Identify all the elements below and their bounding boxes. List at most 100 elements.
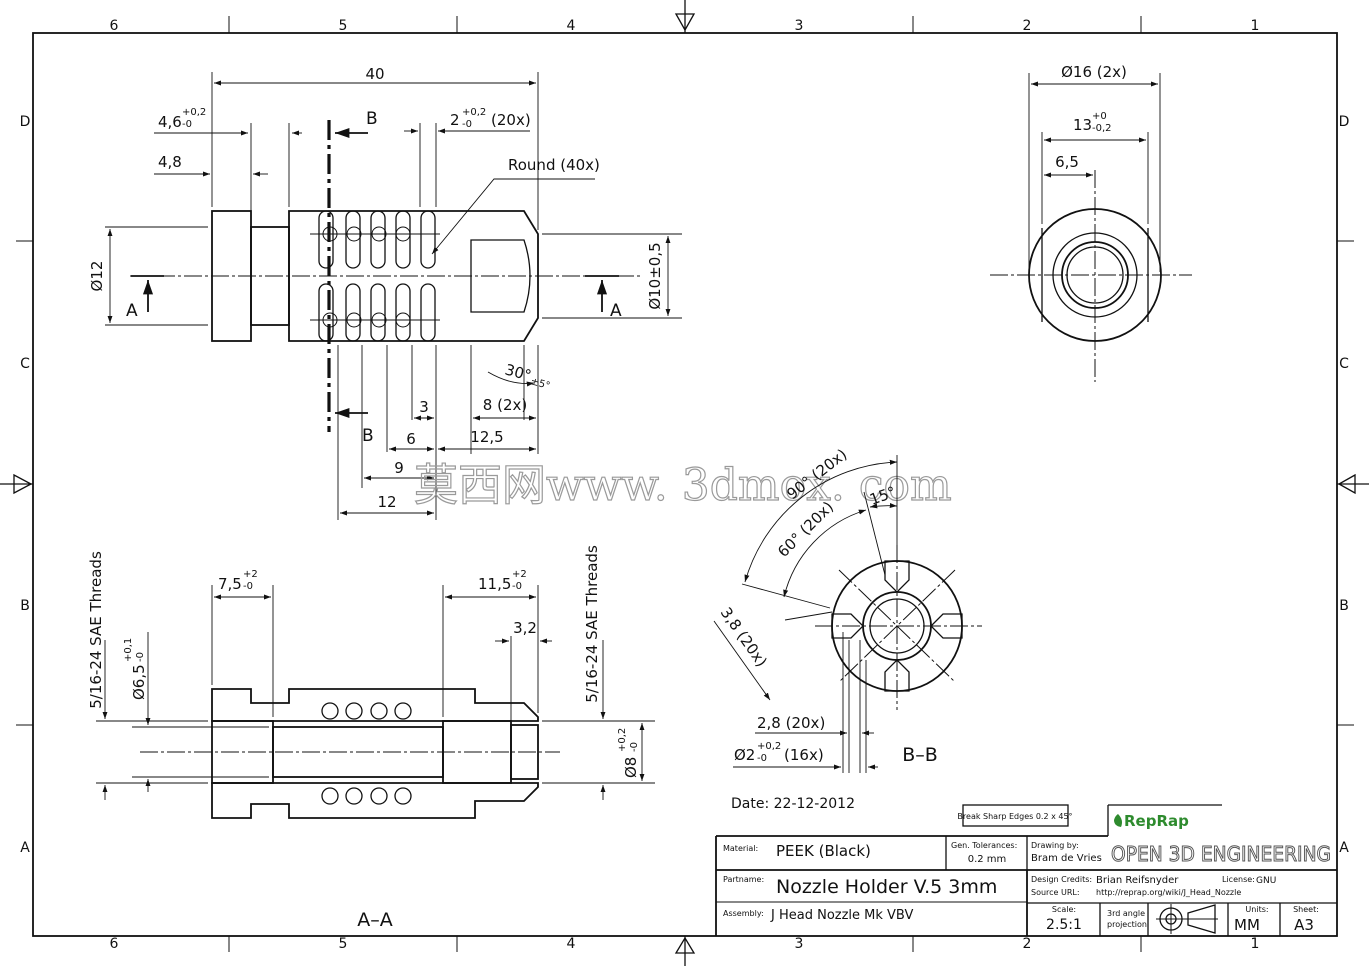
title-block: Break Sharp Edges 0.2 x 45° RepRap OPEN … [715,804,1337,936]
dim-tol-upper: +0,2 [462,107,486,118]
partname-label: Partname: [723,875,764,884]
reprap-logo: RepRap [1114,812,1189,830]
dim-4-8: 4,8 [158,153,182,171]
reprap-logo-text: RepRap [1124,812,1189,830]
dim-tol-upper: +0,2 [757,741,781,752]
col-label: 6 [110,936,119,952]
projection-label-line1: 3rd angle [1107,909,1145,918]
source-url-label: Source URL: [1031,888,1080,897]
scale-label: Scale: [1052,905,1076,914]
source-url-value: http://reprap.org/wiki/J_Head_Nozzle [1096,888,1241,897]
dim-9: 9 [394,459,404,477]
dim-7-5: 7,5 [218,575,242,593]
dim-tol-lower: -0 [462,119,472,130]
col-label: 6 [110,18,119,34]
note-thread-left: 5/16-24 SAE Threads [87,551,105,709]
scale-value: 2.5:1 [1046,917,1082,933]
material-label: Material: [723,844,758,853]
dim-6-5: 6,5 [1055,153,1079,171]
dim-4-6: 4,6 [158,113,182,131]
row-label: A [1339,840,1349,856]
section-bb-label: B–B [902,744,938,766]
section-mark-a: A [126,301,138,321]
third-angle-projection-icon [1156,904,1218,934]
dim-tol-lower: -0 [243,581,253,592]
dim-dia-16: Ø16 (2x) [1061,63,1127,81]
section-aa-view: 7,5 +2 -0 11,5 +2 -0 3,2 5/16-24 SAE Thr… [87,545,655,931]
dim-6: 6 [406,430,416,448]
row-label: C [1339,356,1349,372]
partname-value: Nozzle Holder V.5 3mm [776,876,997,898]
dim-tol-lower: -0 [757,753,767,764]
dim-tol-upper: +2 [243,569,258,580]
row-label: C [20,356,30,372]
units-label: Units: [1245,905,1268,914]
license-label: License: [1222,875,1255,884]
section-mark-a: A [610,301,622,321]
dim-tol-upper: +0,1 [123,638,134,662]
note-thread-right: 5/16-24 SAE Threads [583,545,601,703]
dim-12: 12 [377,493,396,511]
front-view: B B A A [88,65,682,520]
section-mark-b: B [362,426,374,446]
dim-tol-upper: +0 [1092,111,1107,122]
dim-2: 2 [450,111,460,129]
tolerance-value: 0.2 mm [968,854,1007,865]
note-break-edges: Break Sharp Edges 0.2 x 45° [957,812,1072,821]
design-credits-value: Brian Reifsnyder [1096,875,1179,886]
dim-dia-12: Ø12 [88,261,106,292]
row-label: B [1339,598,1349,614]
dim-tol-upper: +0,2 [182,107,206,118]
col-label: 1 [1251,936,1260,952]
col-label: 3 [795,936,804,952]
dim-3: 3 [419,398,429,416]
sheet-value: A3 [1294,916,1314,934]
col-label: 4 [567,18,576,34]
dim-tol-upper: +0,2 [617,728,628,752]
drawing-date: Date: 22-12-2012 [731,796,855,812]
units-value: MM [1234,916,1260,934]
drawn-by-label: Drawing by: [1031,841,1079,850]
row-label: D [20,114,31,130]
drawn-by-value: Bram de Vries [1031,853,1102,864]
material-value: PEEK (Black) [776,842,871,860]
license-value: GNU [1256,876,1276,886]
col-label: 2 [1023,18,1032,34]
open-3d-engineering-logo: OPEN 3D ENGINEERING [1111,842,1331,866]
row-label: D [1339,114,1350,130]
section-mark-b: B [366,109,378,129]
dim-2-8: 2,8 (20x) [757,714,825,732]
dim-12-5: 12,5 [470,428,503,446]
col-label: 2 [1023,936,1032,952]
note-round: Round (40x) [508,156,600,174]
dim-2-count: (20x) [491,111,531,129]
dim-tol-lower: -0 [512,581,522,592]
dim-tol-upper: +2 [512,569,527,580]
dim-3-8: 3,8 (20x) [717,604,771,670]
row-label: A [20,840,30,856]
assembly-value: J Head Nozzle Mk VBV [770,908,913,923]
sheet-label: Sheet: [1293,905,1319,914]
col-label: 5 [339,18,348,34]
dim-dia-10: Ø10±0,5 [646,242,664,309]
dim-dia-8: Ø8 [622,757,640,778]
design-credits-label: Design Credits: [1031,875,1092,884]
dim-overall-length: 40 [365,65,384,83]
projection-label-line2: projection [1107,920,1147,929]
dim-tol-lower: -0 [135,652,146,662]
col-label: 1 [1251,18,1260,34]
dim-11-5: 11,5 [478,575,511,593]
dim-3-2: 3,2 [513,619,537,637]
dim-dia-2-count: (16x) [784,746,824,764]
end-view: Ø16 (2x) 13 +0 -0,2 6,5 [990,63,1192,382]
row-label: B [20,598,30,614]
dim-angle-tol: ±5° [529,376,551,392]
tolerance-label: Gen. Tolerances: [951,841,1017,850]
dim-dia-6-5: Ø6,5 [130,664,148,700]
dim-tol-lower: -0 [182,119,192,130]
dim-8: 8 (2x) [483,396,527,414]
col-label: 4 [567,936,576,952]
dim-tol-lower: -0,2 [1092,123,1112,134]
